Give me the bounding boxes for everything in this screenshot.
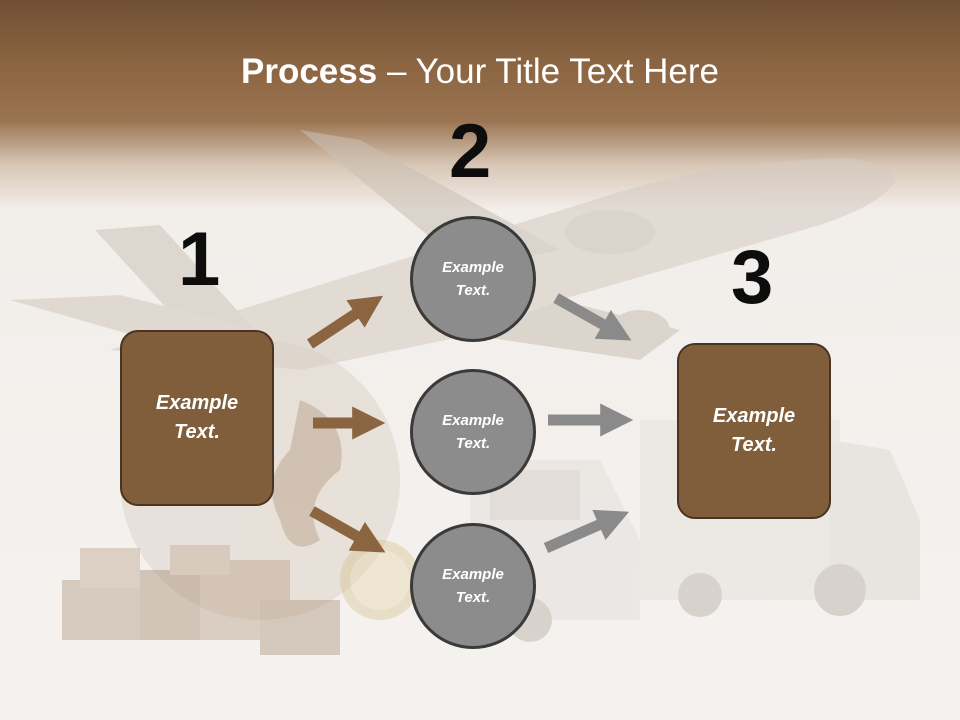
- title-bold: Process: [241, 52, 378, 91]
- circle-3-text: Example Text.: [442, 566, 504, 606]
- circle-3: Example Text.: [410, 523, 536, 649]
- step-number-1: 1: [178, 217, 221, 302]
- arrow-to-circle-3: [309, 506, 386, 553]
- title-rest: – Your Title Text Here: [377, 52, 719, 91]
- circle-2-text: Example Text.: [442, 412, 504, 452]
- right-box-text: Example Text.: [712, 405, 796, 456]
- circle-2: Example Text.: [410, 369, 536, 495]
- arrow-from-circle-3: [543, 509, 630, 554]
- circle-1: Example Text.: [410, 216, 536, 342]
- right-text-box: Example Text.: [677, 343, 831, 519]
- left-box-text: Example Text.: [155, 392, 239, 443]
- step-number-2: 2: [449, 109, 492, 194]
- slide-title: Process – Your Title Text Here: [0, 52, 960, 92]
- left-text-box: Example Text.: [120, 330, 274, 506]
- boxes-icon: [62, 545, 340, 655]
- clock-icon: [340, 540, 420, 620]
- circle-1-text: Example Text.: [442, 259, 504, 299]
- step-number-3: 3: [731, 235, 774, 320]
- arrow-from-circle-1: [553, 293, 632, 341]
- arrow-to-circle-1: [306, 295, 384, 349]
